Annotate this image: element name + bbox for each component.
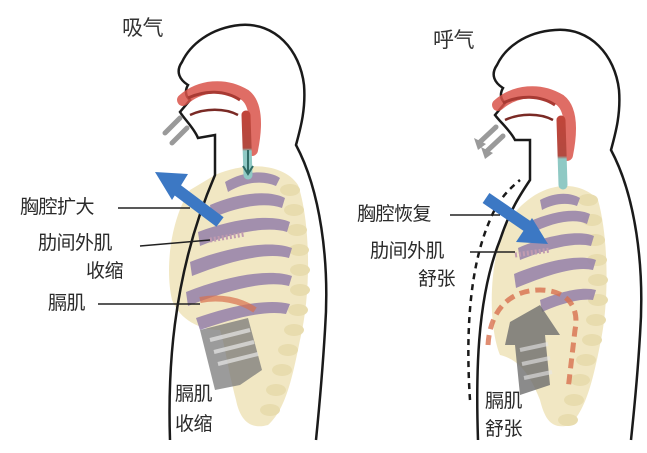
air-out-icon bbox=[477, 124, 506, 154]
inhale-figure bbox=[98, 23, 328, 441]
air-in-icon bbox=[162, 115, 190, 146]
diaphragm-muscle bbox=[199, 295, 257, 313]
diaphragm-down-arrow-icon bbox=[200, 318, 262, 390]
leader-intercostal bbox=[139, 239, 211, 247]
body-outline bbox=[168, 23, 328, 441]
nasal-airway bbox=[492, 86, 576, 161]
label-diaphragm-state: 舒张 bbox=[485, 418, 523, 440]
intercostal-muscle bbox=[209, 231, 246, 243]
label-diaphragm-bottom: 膈肌 bbox=[485, 390, 523, 412]
label-chest-recover: 胸腔恢复 bbox=[357, 203, 432, 225]
lung-bands bbox=[186, 172, 292, 330]
inhale-title: 吸气 bbox=[122, 16, 164, 40]
label-intercostal: 肋间外肌 bbox=[370, 240, 445, 262]
diaphragm-up-arrow-icon bbox=[505, 305, 560, 395]
nasal-airway bbox=[177, 81, 261, 156]
label-diaphragm-bottom: 膈肌 bbox=[175, 383, 213, 405]
label-intercostal: 肋间外肌 bbox=[38, 232, 113, 254]
label-chest-expand: 胸腔扩大 bbox=[20, 196, 95, 218]
chest-recover-arrow-icon bbox=[482, 193, 548, 244]
label-diaphragm: 膈肌 bbox=[48, 292, 86, 314]
exhale-title: 呼气 bbox=[433, 28, 475, 52]
diaphragm-dome bbox=[485, 287, 579, 391]
spine-icon bbox=[558, 194, 608, 426]
chest-expand-arrow-icon bbox=[155, 172, 224, 227]
trachea bbox=[556, 115, 568, 190]
exhale-figure bbox=[450, 28, 643, 441]
intercostal-muscle bbox=[514, 247, 551, 258]
previous-chest-outline bbox=[467, 179, 521, 401]
spine-icon bbox=[260, 184, 310, 416]
label-diaphragm-state: 收缩 bbox=[175, 413, 213, 435]
label-intercostal-state: 舒张 bbox=[418, 268, 456, 290]
label-intercostal-state: 收缩 bbox=[86, 260, 124, 282]
